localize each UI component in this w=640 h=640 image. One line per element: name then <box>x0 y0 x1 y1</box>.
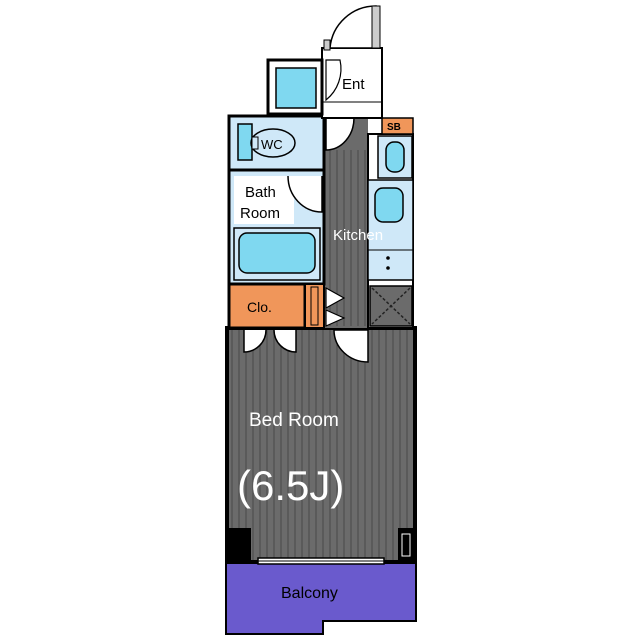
fridge-icon <box>385 141 405 173</box>
corridor-door-panel <box>325 286 346 327</box>
stove-burner-top <box>386 256 390 260</box>
bathroom-label-line1: Bath <box>245 184 276 201</box>
wc-label: WC <box>261 137 283 152</box>
closet-label: Clo. <box>247 299 272 315</box>
bathroom-label-area <box>234 176 294 224</box>
bathtub-icon <box>238 232 316 274</box>
entrance-door-swing <box>329 5 377 49</box>
column-right <box>398 528 414 562</box>
toilet-bowl-icon <box>250 128 296 158</box>
entrance-label: Ent <box>342 76 365 93</box>
kitchen-sink-icon <box>374 187 404 223</box>
entrance-door-jamb <box>371 5 381 49</box>
bedroom-floor-stripes <box>231 328 408 560</box>
bedroom-floor <box>229 328 413 562</box>
toilet-tank-icon <box>237 123 253 161</box>
meter-box-inner <box>275 67 317 109</box>
column-left <box>227 528 251 562</box>
shoe-box <box>381 117 414 135</box>
balcony-label: Balcony <box>281 585 338 602</box>
bathroom-label-line2: Room <box>240 205 280 222</box>
toilet-door-swing <box>325 117 355 151</box>
kitchen-label: Kitchen <box>333 227 383 244</box>
entrance-inner-door-swing <box>325 59 342 102</box>
bedroom-door-swing <box>333 329 369 363</box>
entrance-door-jamb-left <box>323 39 331 51</box>
bedroom-label: Bed Room <box>249 410 339 431</box>
closet-door-swing-right <box>273 329 297 353</box>
closet-door-swing-left <box>243 329 267 353</box>
bedroom-size-label: (6.5J) <box>237 462 344 509</box>
stove-burner-bottom <box>386 266 390 270</box>
bathroom-door-swing <box>287 175 323 213</box>
shoe-box-label: SB <box>387 122 401 133</box>
